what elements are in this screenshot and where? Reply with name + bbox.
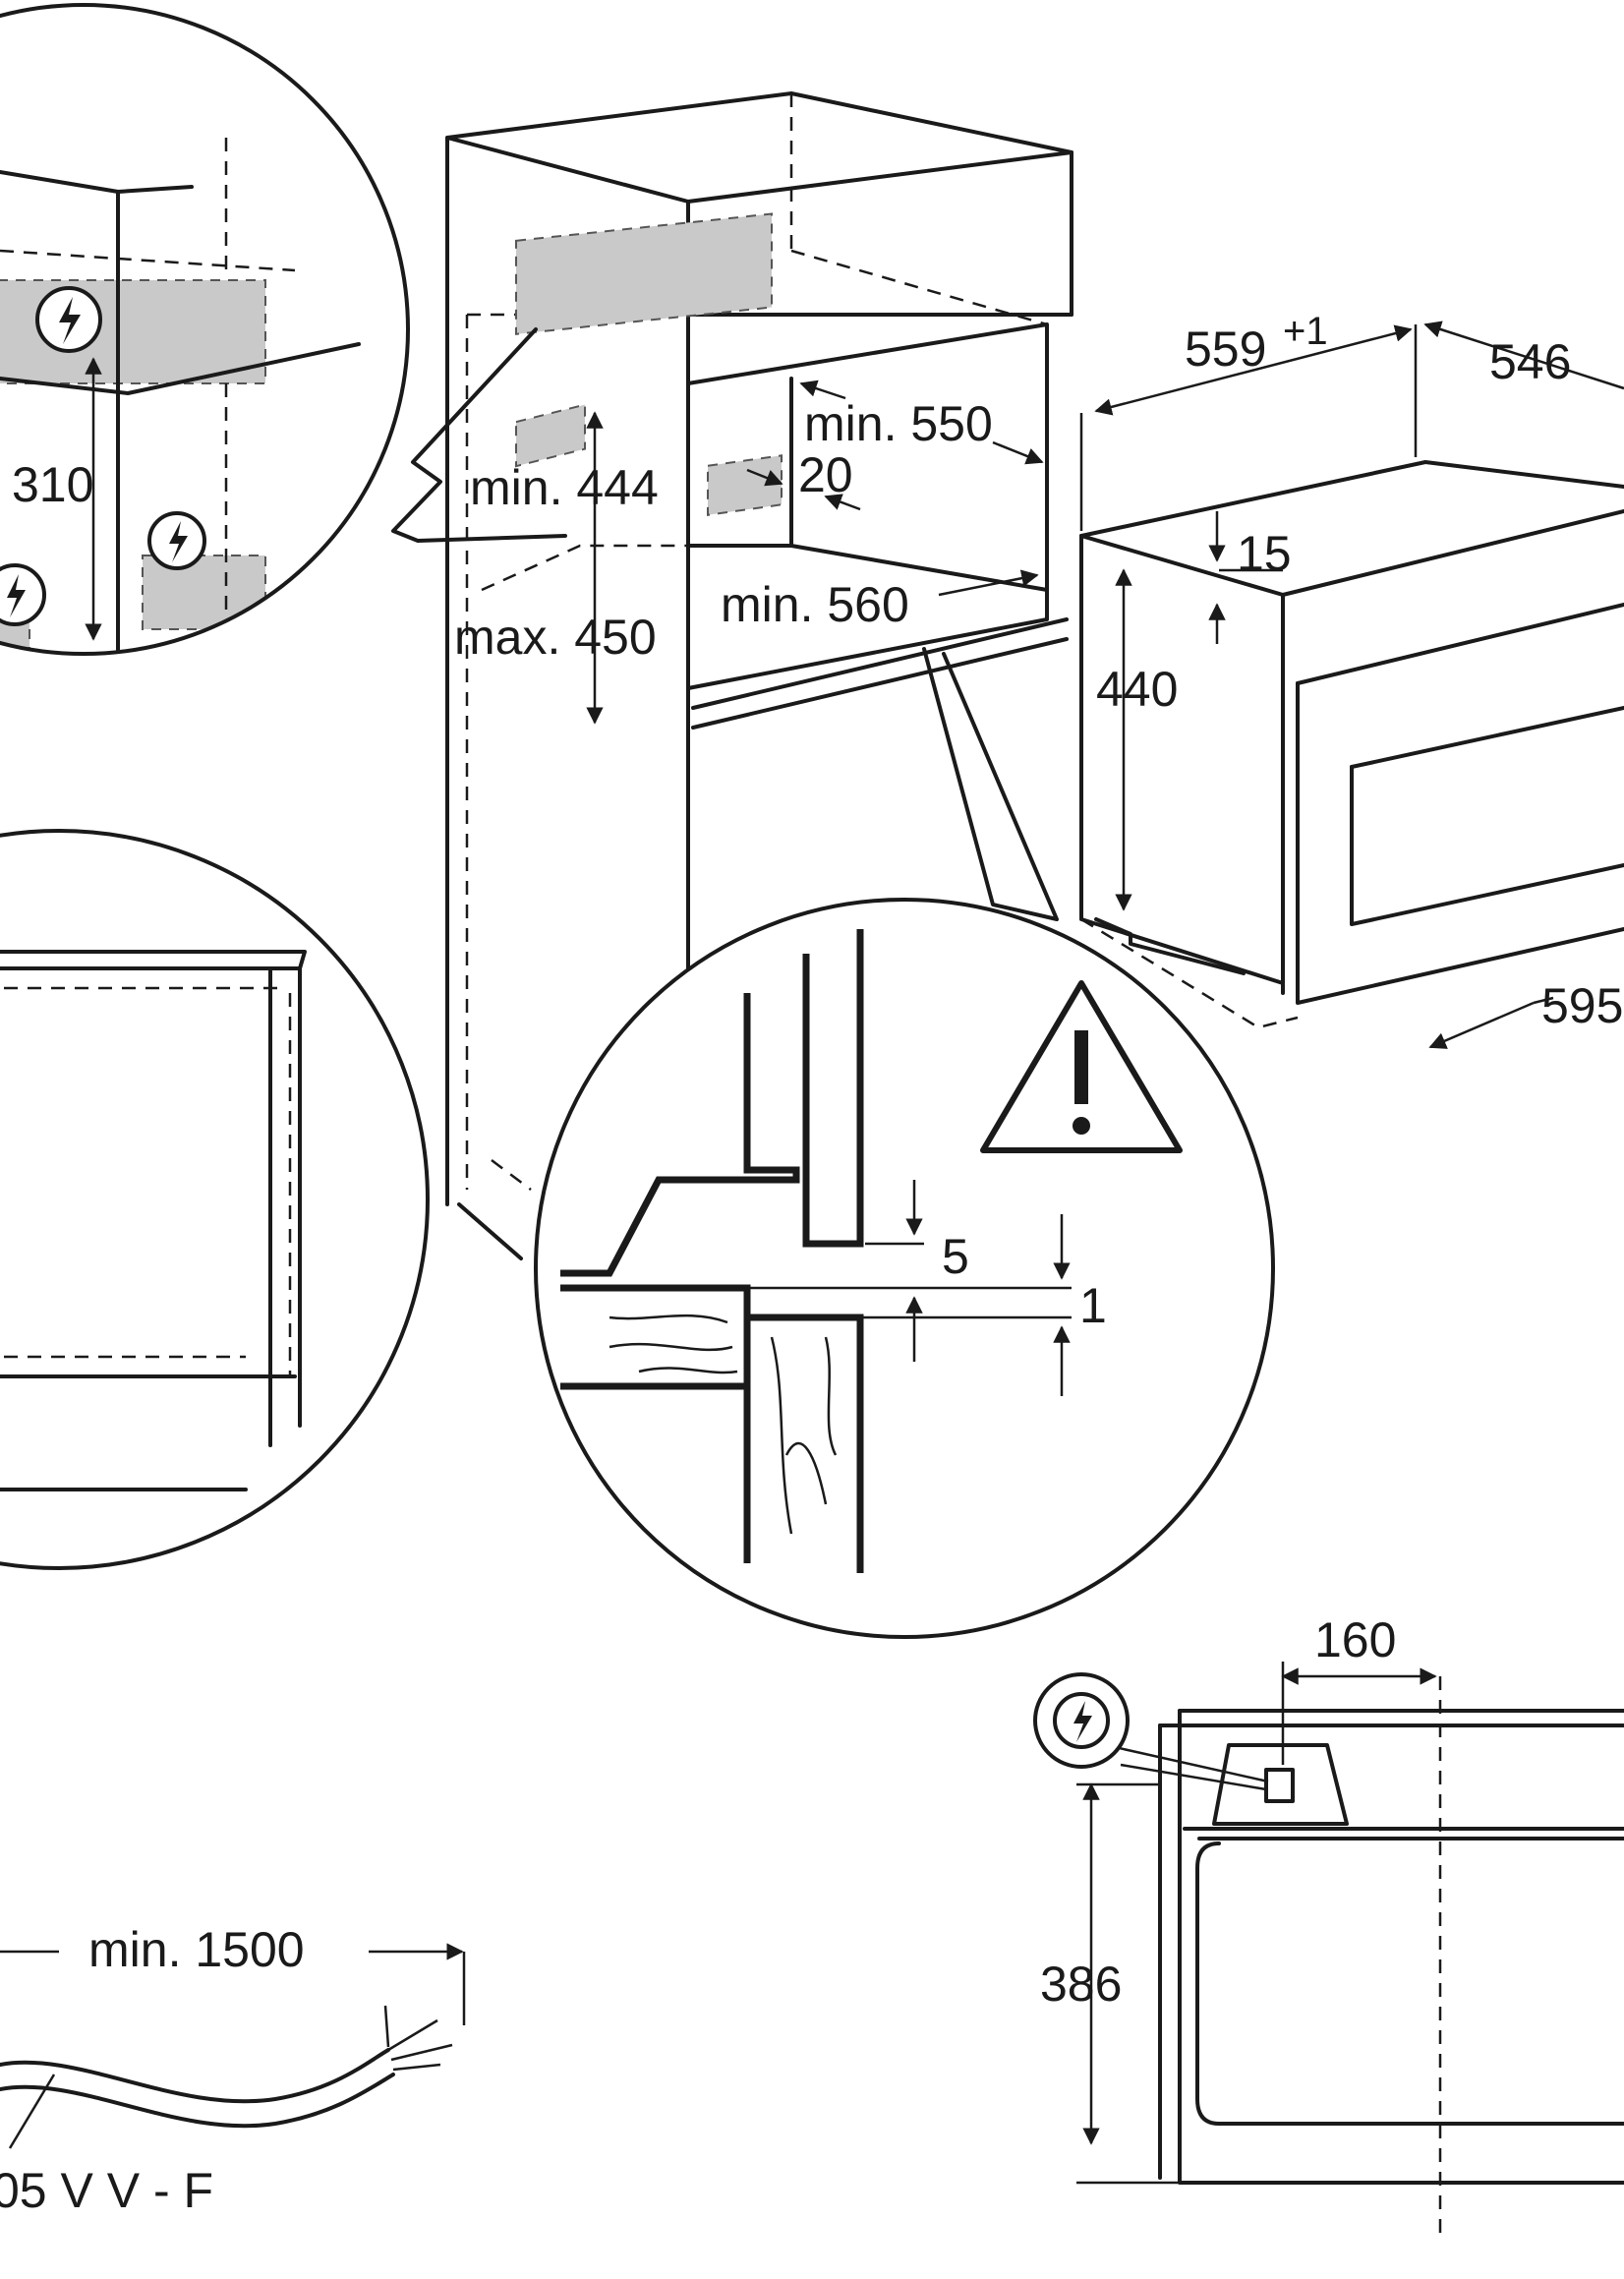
oven-front-width-dimension-line [1428, 1001, 1535, 1049]
dim-15-label: 15 [1237, 526, 1292, 581]
dim-min-444-label: min. 444 [470, 460, 659, 515]
electrical-zone-cabinet-mid [707, 454, 783, 516]
electrical-zone-side [142, 555, 266, 630]
electric-hazard-icon [147, 511, 206, 570]
dim-20-label: 20 [798, 447, 853, 502]
dim-160-label: 160 [1314, 1612, 1396, 1667]
electric-hazard-icon [35, 286, 102, 353]
power-cable: min. 1500 05 V V - F [0, 1922, 466, 2218]
dim-5-label: 5 [942, 1229, 969, 1284]
worktop-circle-outline [0, 829, 430, 1570]
electric-hazard-icon [1033, 1672, 1130, 1769]
worktop-detail-circle [0, 829, 430, 1570]
cable-type-label: 05 V V - F [0, 2163, 213, 2218]
dim-min-560-label: min. 560 [721, 577, 909, 632]
dim-386-label: 386 [1040, 1957, 1122, 2012]
electrical-zone-cabinet-top [515, 212, 773, 335]
detail-callout-pointer [922, 647, 1059, 921]
gap-circle-outline [534, 898, 1275, 1639]
detail-circle-outline [0, 3, 410, 656]
dim-1-label: 1 [1079, 1278, 1107, 1333]
oven-appliance: 559 +1 546 15 440 595 [1079, 310, 1624, 1049]
socket-position-view: 160 386 [1033, 1612, 1624, 2242]
dim-min-550-label: min. 550 [804, 396, 993, 451]
cable-length-label: min. 1500 [88, 1922, 305, 1977]
dim-559-label: 559 [1185, 321, 1266, 377]
electrical-zone-cabinet-left [515, 403, 586, 468]
oven-width-dimension-line [1094, 324, 1413, 416]
electric-hazard-icon [0, 563, 46, 626]
dim-310-label: 310 [12, 457, 93, 512]
socket-box [1264, 1768, 1295, 1803]
oven-depth-dimension-line [1423, 321, 1624, 390]
gap-detail-circle: 5 1 [534, 898, 1275, 1639]
cabinet-niche: min. 444 max. 450 min. 550 20 min. 560 [445, 91, 1073, 1260]
callout-pointer [391, 327, 567, 543]
niche-detail-circle: 310 0 [0, 3, 410, 763]
dim-440-label: 440 [1096, 662, 1178, 717]
dim-0-label: 0 [0, 708, 20, 763]
dim-595-label: 595 [1541, 978, 1623, 1033]
dim-max-450-label: max. 450 [454, 610, 657, 665]
dim-559-tolerance-label: +1 [1283, 310, 1328, 353]
dim-546-label: 546 [1489, 334, 1571, 389]
warning-triangle-icon [980, 980, 1183, 1153]
